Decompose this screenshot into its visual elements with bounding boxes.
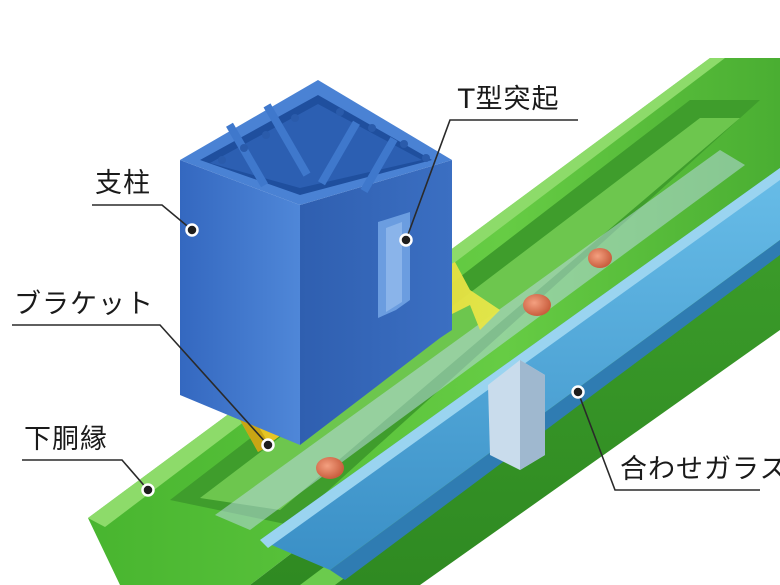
- callout-dot-icon: [571, 385, 585, 399]
- laminated-glass: [215, 150, 780, 580]
- leader-line-lower-frame: [22, 459, 149, 491]
- bolt: [523, 294, 551, 316]
- label-bracket: ブラケット: [14, 289, 154, 320]
- bolt: [316, 457, 344, 479]
- bolt: [588, 248, 612, 268]
- leader-line-pillar: [92, 204, 193, 231]
- leader-line-t-protrusion: [405, 119, 578, 241]
- pillar: [180, 80, 452, 445]
- leader-line-bracket: [12, 324, 269, 446]
- callout-dot-icon: [185, 223, 199, 237]
- callout-dot-icon: [261, 438, 275, 452]
- leader-line-laminated-glass: [577, 391, 760, 491]
- callouts: [12, 119, 760, 491]
- callout-dot-icon: [141, 483, 155, 497]
- label-t-protrusion: T型突起: [458, 84, 560, 115]
- label-laminated-glass: 合わせガラス: [620, 454, 780, 485]
- label-lower-frame: 下胴縁: [24, 424, 108, 455]
- label-pillar: 支柱: [95, 168, 151, 199]
- callout-dot-icon: [399, 233, 413, 247]
